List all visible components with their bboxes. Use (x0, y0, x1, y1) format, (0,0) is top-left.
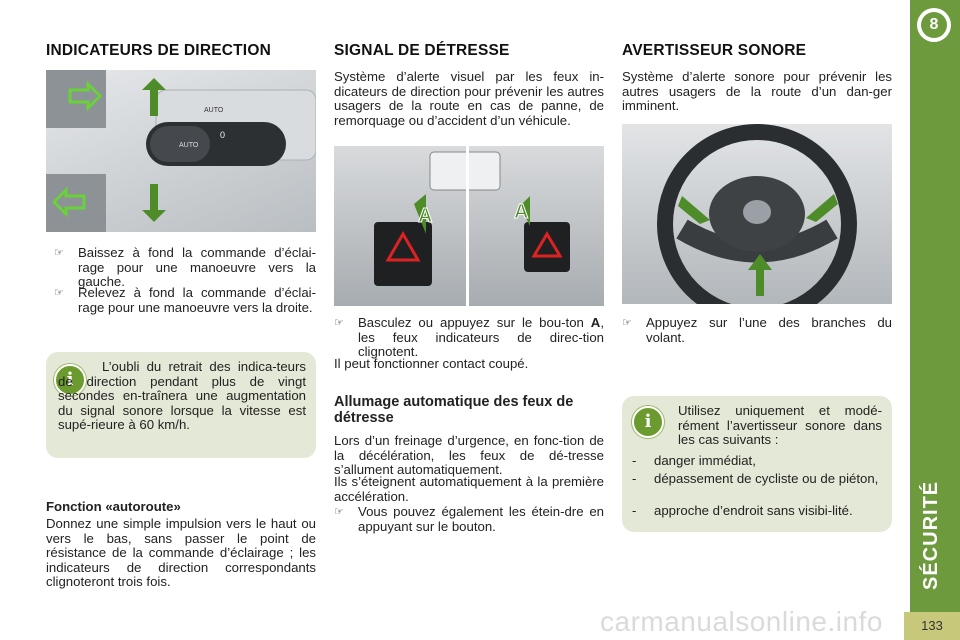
heading-signal-detresse: SIGNAL DE DÉTRESSE (334, 42, 510, 59)
bullet-text: Vous pouvez également les étein-dre en a… (358, 504, 604, 534)
stalk-label-auto: AUTO (179, 142, 199, 149)
bullet-icon: ☞ (54, 247, 64, 259)
bullet-icon: ☞ (622, 317, 632, 329)
bullet-horn-press: ☞ Appuyez sur l’une des branches du vola… (622, 315, 892, 345)
bullet-right-turn: ☞ Relevez à fond la commande d’éclai-rag… (54, 285, 316, 315)
dash-icon: - (632, 471, 637, 486)
horn-note-item-text: danger immédiat, (654, 453, 756, 468)
bullet-icon: ☞ (334, 317, 344, 329)
label-a-left: A (418, 205, 432, 227)
bullet-text: Appuyez sur l’une des branches du volant… (646, 315, 892, 345)
horn-note-intro: Utilisez uniquement et modé-rément l’ave… (678, 403, 882, 448)
info-icon: i (632, 406, 664, 438)
info-note-text: L’oubli du retrait des indica-teurs de d… (58, 359, 306, 433)
auto-hazard-text: Lors d’un freinage d’urgence, en fonc-ti… (334, 433, 604, 478)
horn-note-item: - approche d’endroit sans visibi-lité. (632, 503, 882, 519)
bullet-hazard-off: ☞ Vous pouvez également les étein-dre en… (334, 504, 604, 534)
button-a-ref: A (590, 315, 601, 330)
bullet-text: Relevez à fond la commande d’éclai-rage … (78, 285, 316, 315)
extinct-text: Ils s’éteignent automatiquement à la pre… (334, 474, 604, 504)
bullet-icon: ☞ (334, 506, 344, 518)
autoroute-title: Fonction «autoroute» (46, 499, 181, 514)
chapter-badge: 8 (917, 8, 951, 42)
hazard-illustration: A A (374, 146, 570, 306)
avertisseur-intro: Système d’alerte sonore pour prévenir le… (622, 69, 892, 114)
auto-hazard-heading: Allumage automatique des feux de détress… (334, 394, 574, 426)
bullet-hazard-press: ☞ Basculez ou appuyez sur le bou-ton A, … (334, 315, 604, 360)
info-icon: i (54, 364, 86, 396)
label-a-right: A (514, 201, 528, 223)
stalk-label-zero: 0 (220, 130, 225, 140)
chapter-sidebar (910, 0, 960, 640)
bullet-text: Baissez à fond la commande d’éclai-rage … (78, 245, 316, 290)
info-note-indicators: i L’oubli du retrait des indica-teurs de… (46, 352, 316, 458)
bullet-text-post: , les feux indicateurs de direc-tion cli… (358, 315, 604, 360)
dash-icon: - (632, 503, 637, 518)
horn-note-item-text: dépassement de cycliste ou de piéton, (654, 471, 879, 486)
chapter-number: 8 (921, 12, 947, 38)
stalk-label-auto-2: AUTO (204, 107, 224, 114)
bullet-icon: ☞ (54, 287, 64, 299)
steering-wheel-illustration (657, 124, 857, 304)
autoroute-text: Donnez une simple impulsion vers le haut… (46, 516, 316, 590)
signal-intro: Système d’alerte visuel par les feux in-… (334, 69, 604, 128)
page-number: 133 (904, 612, 960, 640)
stalk-illustration: AUTO 0 AUTO (46, 70, 316, 232)
turn-signal-stalk-image: AUTO 0 AUTO (46, 70, 316, 232)
heading-avertisseur: AVERTISSEUR SONORE (622, 42, 807, 59)
heading-indicateurs: INDICATEURS DE DIRECTION (46, 42, 271, 59)
bullet-text: Basculez ou appuyez sur le bou-ton A, le… (334, 315, 604, 360)
hazard-button-image: A A (334, 146, 604, 306)
bullet-text-pre: Basculez ou appuyez sur le bou-ton (358, 315, 591, 330)
steering-wheel-image (622, 124, 892, 304)
horn-note-item: - dépassement de cycliste ou de piéton, (632, 471, 882, 487)
chapter-title: SÉCURITÉ (920, 480, 942, 590)
bullet-left-turn: ☞ Baissez à fond la commande d’éclai-rag… (54, 245, 316, 290)
horn-note-item: - danger immédiat, (632, 453, 882, 469)
dash-icon: - (632, 453, 637, 468)
contact-text: Il peut fonctionner contact coupé. (334, 356, 529, 371)
horn-note-item-text: approche d’endroit sans visibi-lité. (654, 503, 853, 518)
info-note-horn: i Utilisez uniquement et modé-rément l’a… (622, 396, 892, 532)
watermark: carmanualsonline.info (600, 606, 883, 637)
